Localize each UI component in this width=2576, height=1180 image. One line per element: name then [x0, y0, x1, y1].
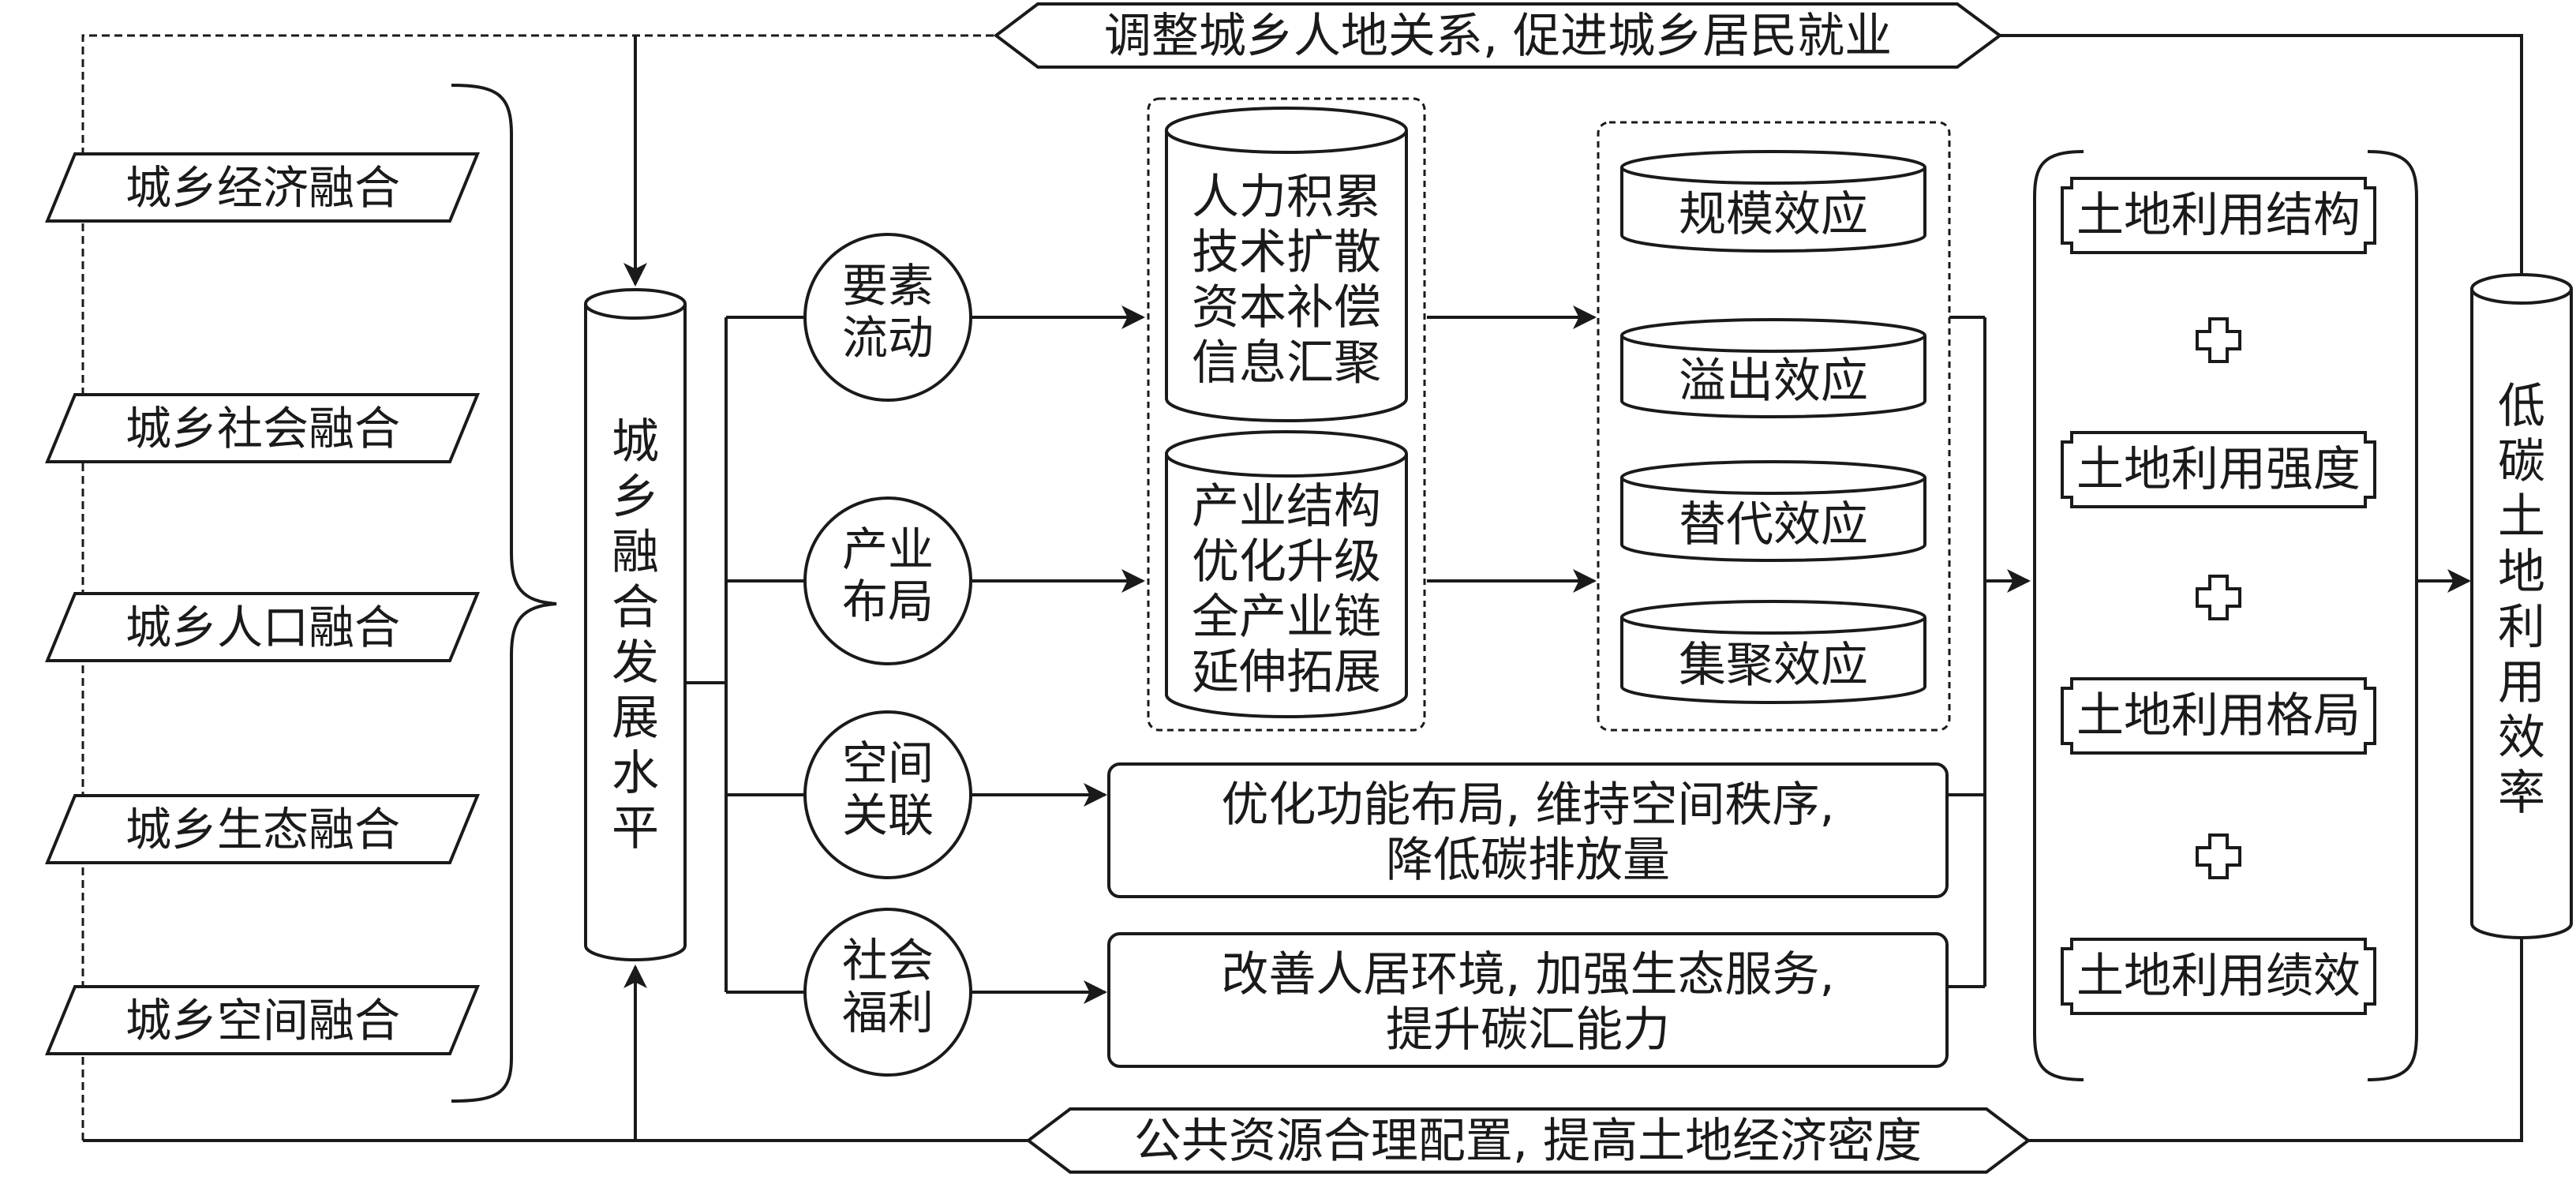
svg-text:信息汇聚: 信息汇聚: [1192, 335, 1381, 391]
fusion-label: 城乡社会融合: [125, 402, 400, 455]
channels: 要素 流动 产业 布局 空间 关联 社会 福利: [803, 233, 972, 1077]
effect-spillover: 溢出效应: [1620, 318, 1926, 418]
left-dashed-loop: [81, 34, 996, 1141]
svg-text:社会: 社会: [842, 934, 934, 987]
fusion-label: 城乡人口融合: [125, 601, 400, 654]
svg-text:产业结构: 产业结构: [1192, 479, 1381, 534]
svg-text:规模效应: 规模效应: [1679, 187, 1868, 242]
fusion-label: 城乡空间融合: [125, 994, 400, 1047]
land-use-performance: 土地利用绩效: [2061, 938, 2376, 1015]
svg-text:土地利用结构: 土地利用结构: [2076, 188, 2361, 243]
svg-text:展: 展: [612, 691, 659, 746]
top-right-loop: [2000, 34, 2523, 273]
fusion-item: 城乡空间融合: [45, 985, 480, 1055]
svg-text:地: 地: [2498, 545, 2545, 600]
channel-arrows: [971, 305, 1145, 1004]
svg-text:土地利用绩效: 土地利用绩效: [2076, 949, 2361, 1004]
svg-text:溢出效应: 溢出效应: [1679, 354, 1868, 409]
result-cylinder: 低 碳 土 地 利 用 效 率: [2470, 273, 2573, 939]
svg-text:空间: 空间: [842, 736, 934, 790]
fusion-label: 城乡经济融合: [125, 161, 400, 215]
svg-text:改善人居环境, 加强生态服务,: 改善人居环境, 加强生态服务,: [1221, 947, 1834, 1002]
svg-text:技术扩散: 技术扩散: [1192, 225, 1381, 280]
svg-text:延伸拓展: 延伸拓展: [1192, 645, 1381, 700]
channel-factor-flow: 要素 流动: [803, 233, 972, 402]
svg-text:平: 平: [612, 801, 659, 856]
svg-text:人力积累: 人力积累: [1192, 170, 1381, 225]
svg-text:效: 效: [2498, 710, 2545, 766]
svg-text:替代效应: 替代效应: [1679, 497, 1868, 553]
fusion-item: 城乡社会融合: [45, 393, 480, 463]
bottom-banner: 公共资源合理配置, 提高土地经济密度: [1025, 1107, 2031, 1174]
svg-text:土: 土: [2498, 489, 2545, 545]
svg-text:集聚效应: 集聚效应: [1679, 638, 1868, 693]
channel-spatial-link: 空间 关联: [803, 710, 972, 879]
top-banner-label: 调整城乡人地关系, 促进城乡居民就业: [1104, 9, 1892, 64]
svg-text:流动: 流动: [842, 311, 934, 365]
svg-text:乡: 乡: [612, 470, 659, 525]
factor-mechanism-cylinder: 人力积累 技术扩散 资本补偿 信息汇聚: [1165, 107, 1408, 422]
fusion-item: 城乡人口融合: [45, 592, 480, 662]
land-use-structure: 土地利用结构: [2061, 177, 2376, 254]
land-use-intensity: 土地利用强度: [2061, 431, 2376, 508]
effect-agglomeration: 集聚效应: [1620, 600, 1926, 704]
collector-lines: [1947, 316, 2031, 988]
outcome-spatial: 优化功能布局, 维持空间秩序, 降低碳排放量: [1107, 762, 1949, 898]
core-connectors: [685, 316, 805, 994]
svg-text:关联: 关联: [842, 789, 934, 842]
svg-text:优化升级: 优化升级: [1192, 534, 1381, 590]
bottom-right-loop: [2028, 939, 2523, 1142]
svg-text:降低碳排放量: 降低碳排放量: [1386, 833, 1670, 888]
fusion-label: 城乡生态融合: [125, 803, 400, 856]
svg-text:资本补偿: 资本补偿: [1192, 280, 1381, 335]
plus-icon: [2196, 317, 2241, 363]
svg-text:福利: 福利: [842, 986, 934, 1040]
svg-text:用: 用: [2498, 655, 2545, 710]
fusion-brace: [451, 84, 557, 1103]
svg-text:合: 合: [612, 580, 659, 635]
fusion-item: 城乡经济融合: [45, 152, 480, 223]
svg-text:布局: 布局: [842, 575, 934, 628]
svg-text:产业: 产业: [842, 523, 934, 576]
svg-text:利: 利: [2498, 600, 2545, 655]
svg-text:全产业链: 全产业链: [1192, 590, 1381, 645]
svg-text:发: 发: [612, 635, 659, 691]
land-use-pattern: 土地利用格局: [2061, 677, 2376, 755]
core-level-cylinder: 城 乡 融 合 发 展 水 平: [584, 288, 687, 961]
svg-text:土地利用格局: 土地利用格局: [2076, 688, 2361, 744]
svg-text:优化功能布局, 维持空间秩序,: 优化功能布局, 维持空间秩序,: [1221, 777, 1834, 833]
svg-text:融: 融: [612, 525, 659, 580]
svg-text:要素: 要素: [842, 259, 934, 313]
industry-mechanism-cylinder: 产业结构 优化升级 全产业链 延伸拓展: [1165, 430, 1408, 718]
plus-icon: [2196, 833, 2241, 879]
feedback-loop: [81, 34, 2523, 1142]
channel-social-welfare: 社会 福利: [803, 908, 972, 1077]
svg-text:土地利用强度: 土地利用强度: [2076, 442, 2361, 497]
effect-substitution: 替代效应: [1620, 460, 1926, 562]
top-banner: 调整城乡人地关系, 促进城乡居民就业: [993, 2, 2003, 69]
svg-text:城: 城: [612, 414, 659, 470]
outcome-welfare: 改善人居环境, 加强生态服务, 提升碳汇能力: [1107, 932, 1949, 1068]
mechanisms-group: 人力积累 技术扩散 资本补偿 信息汇聚 产业结构 优化升级 全产业链 延伸拓展: [1147, 97, 1426, 732]
svg-text:率: 率: [2498, 766, 2545, 821]
effect-scale: 规模效应: [1620, 150, 1926, 253]
mechanism-arrows: [1427, 305, 1597, 593]
channel-industry-layout: 产业 布局: [803, 496, 972, 665]
fusion-item: 城乡生态融合: [45, 794, 480, 864]
svg-text:碳: 碳: [2498, 434, 2545, 489]
svg-text:低: 低: [2498, 379, 2545, 434]
svg-text:水: 水: [612, 746, 659, 801]
land-use-group: 土地利用结构 土地利用强度 土地利用格局 土地利用绩效: [2033, 150, 2418, 1081]
svg-text:提升碳汇能力: 提升碳汇能力: [1386, 1002, 1670, 1058]
plus-icon: [2196, 575, 2241, 620]
effects-group: 规模效应 溢出效应 替代效应 集聚效应: [1597, 121, 1951, 732]
fusion-dimensions: 城乡经济融合 城乡社会融合 城乡人口融合 城乡生态融合 城乡空间融合: [45, 152, 480, 1055]
bottom-banner-label: 公共资源合理配置, 提高土地经济密度: [1134, 1114, 1922, 1169]
